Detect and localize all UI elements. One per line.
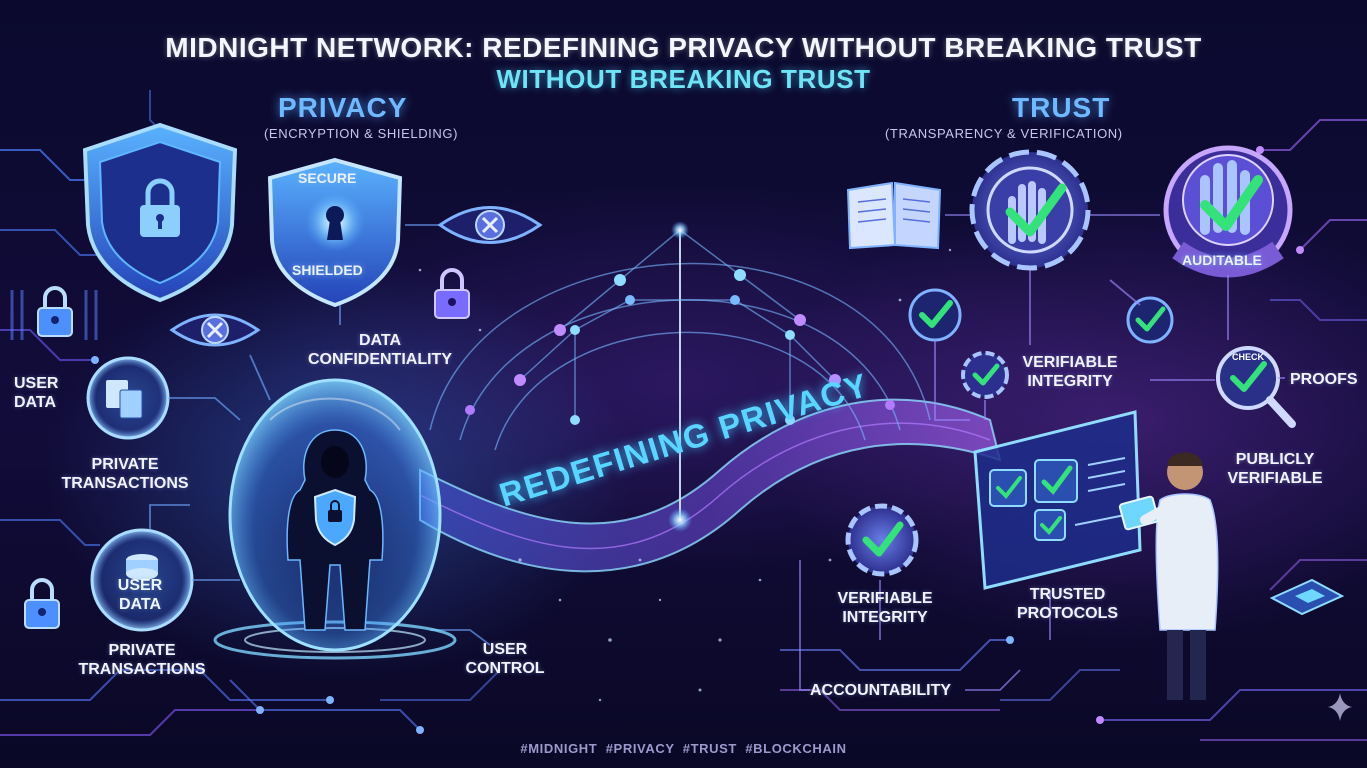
page-subtitle: WITHOUT BREAKING TRUST: [496, 64, 871, 94]
private-transactions-label-2: PRIVATE TRANSACTIONS: [78, 642, 206, 678]
magnifier-check-label: CHECK: [1232, 352, 1265, 362]
gear-check-icon: [845, 503, 919, 577]
accountability-label: ACCOUNTABILITY: [810, 682, 952, 699]
connector-lines: [149, 224, 491, 646]
gate-bars: [10, 290, 98, 340]
page-title: MIDNIGHT NETWORK: REDEFINING PRIVACY WIT…: [165, 32, 1202, 63]
check-circle-icon: [1126, 296, 1174, 344]
check-circle-icon: [908, 288, 962, 342]
verifiable-integrity-label-1: VERIFIABLE INTEGRITY: [1022, 354, 1118, 390]
secure-shield-keyhole-icon: [267, 157, 403, 308]
magnifier-check-icon: [1216, 346, 1296, 428]
scientist-icon: [1118, 452, 1219, 700]
trust-subheading: (TRANSPARENCY & VERIFICATION): [885, 126, 1123, 141]
connector-lines-trust: [799, 214, 1285, 691]
padlock-icon: [24, 578, 60, 629]
gear-check-icon: [961, 351, 1009, 399]
verifiable-integrity-label-2: VERIFIABLE INTEGRITY: [837, 590, 933, 626]
document-orb: [86, 356, 170, 440]
hashtags-footer: #MIDNIGHT #PRIVACY #TRUST #BLOCKCHAIN: [520, 741, 847, 756]
user-data-label-2: USER DATA: [117, 577, 163, 613]
trusted-protocols-label: TRUSTED PROTOCOLS: [1016, 586, 1119, 622]
padlock-icon: [434, 268, 470, 319]
data-confidentiality-label: DATA CONFIDENTIALITY: [308, 332, 452, 368]
eye-crossed-icon: [169, 313, 261, 347]
eye-crossed-icon: [437, 206, 543, 244]
secure-badge-label: SECURE: [298, 170, 357, 186]
trust-heading: TRUST: [1012, 92, 1111, 123]
database-orb: [90, 528, 194, 632]
publicly-verifiable-label: PUBLICLY VERIFIABLE: [1227, 451, 1323, 487]
book-icon: [846, 181, 942, 250]
network-nodes: [465, 221, 895, 532]
privacy-heading: PRIVACY: [278, 92, 408, 123]
padlock-icon: [37, 286, 73, 337]
user-control-label: USER CONTROL: [465, 641, 545, 677]
user-data-label-1: USER DATA: [14, 375, 59, 411]
auditable-badge-label: AUDITABLE: [1182, 252, 1262, 268]
proofs-label: PROOFS: [1290, 371, 1358, 388]
hooded-figure-icon: [286, 429, 384, 631]
auditable-badge-icon: [1163, 145, 1293, 278]
shielded-badge-label: SHIELDED: [292, 262, 363, 278]
chip-icon: [1269, 578, 1345, 616]
circuit-traces: [0, 90, 1367, 741]
private-transactions-label-1: PRIVATE TRANSACTIONS: [61, 456, 189, 492]
dashboard-screen-icon: [973, 410, 1142, 590]
privacy-subheading: (ENCRYPTION & SHIELDING): [264, 126, 459, 141]
gear-hand-check-icon: [969, 149, 1091, 271]
sparkle-icon: [1328, 693, 1352, 721]
shield-lock-icon: [82, 122, 238, 303]
star-particles: [418, 248, 952, 702]
